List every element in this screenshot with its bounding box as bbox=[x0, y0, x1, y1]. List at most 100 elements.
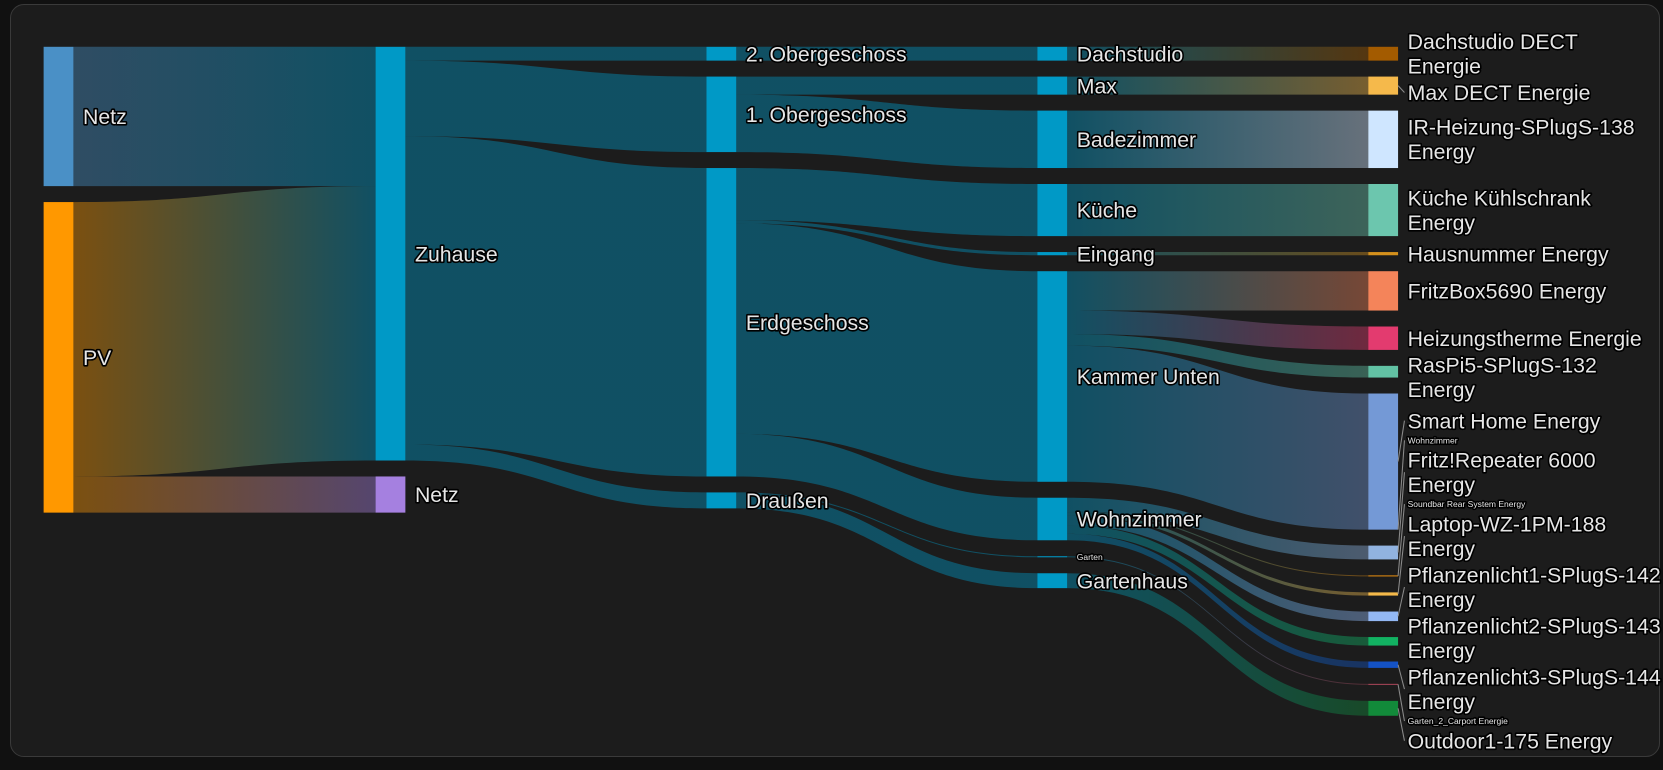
sankey-node[interactable] bbox=[1037, 556, 1068, 558]
sankey-node[interactable] bbox=[375, 476, 406, 513]
sankey-node[interactable] bbox=[1037, 183, 1068, 237]
sankey-node[interactable] bbox=[375, 46, 406, 461]
sankey-node[interactable] bbox=[43, 46, 74, 187]
sankey-link[interactable] bbox=[405, 444, 707, 509]
node-label: FritzBox5690 Energy bbox=[1408, 280, 1607, 304]
sankey-node[interactable] bbox=[1037, 271, 1068, 482]
node-label: 2. Obergeschoss bbox=[746, 42, 907, 66]
sankey-node[interactable] bbox=[1368, 393, 1399, 530]
sankey-link[interactable] bbox=[405, 136, 707, 477]
sankey-node[interactable] bbox=[706, 76, 737, 153]
sankey-node[interactable] bbox=[1368, 76, 1399, 95]
sankey-link[interactable] bbox=[736, 433, 1038, 541]
sankey-node[interactable] bbox=[1368, 700, 1399, 716]
sankey-node[interactable] bbox=[1037, 497, 1068, 541]
sankey-link[interactable] bbox=[1067, 511, 1369, 577]
sankey-link[interactable] bbox=[1067, 345, 1369, 530]
sankey-node[interactable] bbox=[1037, 573, 1068, 589]
sankey-node[interactable] bbox=[1368, 326, 1399, 350]
node-label: Gartenhaus bbox=[1077, 569, 1188, 593]
sankey-link[interactable] bbox=[1067, 76, 1369, 95]
sankey-link[interactable] bbox=[1067, 573, 1369, 716]
sankey-node[interactable] bbox=[1037, 76, 1068, 95]
label-leader-line bbox=[1397, 664, 1405, 690]
sankey-link[interactable] bbox=[736, 223, 1038, 482]
sankey-link[interactable] bbox=[1067, 110, 1369, 169]
sankey-link[interactable] bbox=[1067, 252, 1369, 256]
sankey-link[interactable] bbox=[736, 46, 1038, 61]
sankey-node[interactable] bbox=[1368, 365, 1399, 378]
sankey-node[interactable] bbox=[1368, 183, 1399, 237]
sankey-link[interactable] bbox=[1067, 556, 1369, 685]
sankey-link[interactable] bbox=[736, 168, 1038, 237]
sankey-link[interactable] bbox=[1067, 525, 1369, 646]
sankey-link[interactable] bbox=[736, 493, 1038, 589]
sankey-node[interactable] bbox=[706, 492, 737, 509]
sankey-link[interactable] bbox=[1067, 497, 1369, 560]
sankey-link[interactable] bbox=[1067, 271, 1369, 311]
sankey-node[interactable] bbox=[1368, 252, 1399, 256]
sankey-links bbox=[73, 46, 1369, 716]
sankey-node[interactable] bbox=[43, 202, 74, 513]
node-label: Zuhause bbox=[415, 242, 498, 266]
node-label: Outdoor1-175 Energy bbox=[1408, 729, 1613, 753]
sankey-node[interactable] bbox=[1368, 592, 1399, 596]
node-label: Garten_2_Carport Energie bbox=[1408, 716, 1508, 726]
label-leader-line bbox=[1397, 472, 1405, 553]
node-label: Eingang bbox=[1077, 242, 1155, 266]
sankey-node[interactable] bbox=[1037, 110, 1068, 169]
sankey-link[interactable] bbox=[1067, 533, 1369, 668]
sankey-node[interactable] bbox=[1037, 252, 1068, 256]
label-leader-line bbox=[1397, 535, 1405, 595]
sankey-link[interactable] bbox=[73, 46, 376, 187]
sankey-link[interactable] bbox=[736, 76, 1038, 95]
sankey-node[interactable] bbox=[1368, 637, 1399, 646]
sankey-link[interactable] bbox=[405, 46, 707, 61]
sankey-node[interactable] bbox=[1368, 545, 1399, 560]
sankey-link[interactable] bbox=[405, 60, 707, 153]
sankey-link[interactable] bbox=[1067, 333, 1369, 378]
sankey-link[interactable] bbox=[73, 186, 376, 477]
sankey-node[interactable] bbox=[1368, 575, 1399, 577]
sankey-link[interactable] bbox=[736, 94, 1038, 169]
node-label: Smart Home Energy bbox=[1408, 409, 1601, 433]
sankey-link[interactable] bbox=[1067, 515, 1369, 622]
sankey-node[interactable] bbox=[706, 46, 737, 61]
sankey-link[interactable] bbox=[1067, 183, 1369, 237]
sankey-node[interactable] bbox=[1368, 46, 1399, 61]
node-label: Netz bbox=[83, 105, 127, 129]
label-leader-line bbox=[1397, 586, 1405, 617]
node-label: Garten bbox=[1077, 552, 1103, 562]
sankey-node[interactable] bbox=[706, 168, 737, 477]
sankey-node[interactable] bbox=[1037, 46, 1068, 61]
node-label: Max DECT Energie bbox=[1408, 81, 1591, 105]
node-label: Hausnummer Energy bbox=[1408, 242, 1609, 266]
sankey-link[interactable] bbox=[736, 492, 1038, 558]
sankey-node[interactable] bbox=[1368, 110, 1399, 169]
label-leader-line bbox=[1397, 440, 1405, 530]
sankey-node[interactable] bbox=[1368, 661, 1399, 668]
node-label: Netz bbox=[415, 483, 459, 507]
label-leader-line bbox=[1397, 85, 1405, 93]
node-label: Erdgeschoss bbox=[746, 311, 869, 335]
node-label: Wohnzimmer bbox=[1077, 508, 1202, 532]
sankey-link[interactable] bbox=[1067, 310, 1369, 350]
node-label: Dachstudio bbox=[1077, 42, 1183, 66]
sankey-link[interactable] bbox=[73, 476, 376, 513]
node-label: Küche bbox=[1077, 199, 1137, 223]
sankey-node[interactable] bbox=[1368, 683, 1399, 685]
sankey-link[interactable] bbox=[1067, 46, 1369, 61]
sankey-node[interactable] bbox=[1368, 611, 1399, 622]
sankey-link[interactable] bbox=[1067, 512, 1369, 596]
sankey-node[interactable] bbox=[1368, 271, 1399, 311]
sankey-link[interactable] bbox=[736, 220, 1038, 256]
